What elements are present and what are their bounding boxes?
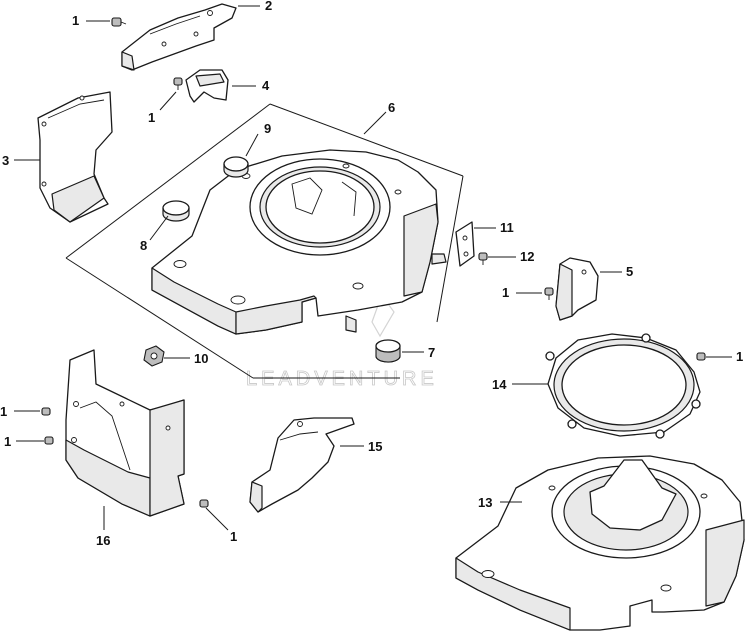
screw-1f[interactable] (44, 436, 54, 445)
callout-1b: 1 (148, 110, 155, 125)
part-11-gasket[interactable] (455, 221, 475, 267)
callout-12: 12 (520, 249, 534, 264)
part-4-small-cover[interactable] (185, 69, 229, 103)
part-8-plug[interactable] (162, 200, 190, 222)
part-9-plug[interactable] (223, 156, 249, 178)
watermark-text: LEADVENTURE (246, 368, 438, 390)
callout-13: 13 (478, 495, 492, 510)
screw-1b[interactable] (173, 77, 183, 90)
callout-10: 10 (194, 351, 208, 366)
part-3-side-baffle[interactable] (37, 91, 113, 223)
callout-11: 11 (500, 220, 514, 235)
callout-9: 9 (264, 121, 271, 136)
callout-5: 5 (626, 264, 633, 279)
callout-15: 15 (368, 439, 382, 454)
part-12-screw[interactable] (478, 252, 488, 265)
callout-3: 3 (2, 153, 9, 168)
screw-1c[interactable] (544, 287, 554, 300)
part-16-lower-baffle[interactable] (65, 349, 185, 517)
callout-4: 4 (262, 78, 270, 93)
callout-1c: 1 (502, 285, 509, 300)
callout-8: 8 (140, 238, 147, 253)
callout-labels: 1 2 1 4 3 6 9 8 11 12 5 1 1 14 7 10 1 1 … (0, 0, 743, 548)
callout-6: 6 (388, 100, 395, 115)
part-15-lower-bracket[interactable] (249, 417, 355, 513)
part-10-nut[interactable] (143, 345, 165, 367)
screw-1a[interactable] (111, 17, 127, 27)
callout-1g: 1 (230, 529, 237, 544)
part-2-upper-bracket[interactable] (121, 3, 237, 71)
screw-1g[interactable] (199, 499, 209, 508)
callout-2: 2 (265, 0, 272, 13)
callout-14: 14 (492, 377, 507, 392)
screw-1e[interactable] (41, 407, 51, 416)
screw-1d[interactable] (696, 352, 706, 361)
part-14-ring[interactable] (545, 333, 701, 439)
callout-1f: 1 (4, 434, 11, 449)
part-7-plug[interactable] (375, 339, 401, 363)
callout-7: 7 (428, 345, 435, 360)
part-13-blower-housing[interactable] (455, 455, 745, 631)
callout-1a: 1 (72, 13, 79, 28)
part-6-blower-housing[interactable] (151, 149, 447, 335)
callout-16: 16 (96, 533, 110, 548)
callout-1d: 1 (736, 349, 743, 364)
callout-1e: 1 (0, 404, 7, 419)
assembly-frame (65, 103, 464, 379)
leader-lines (14, 5, 732, 531)
part-5-side-cover[interactable] (555, 257, 599, 321)
